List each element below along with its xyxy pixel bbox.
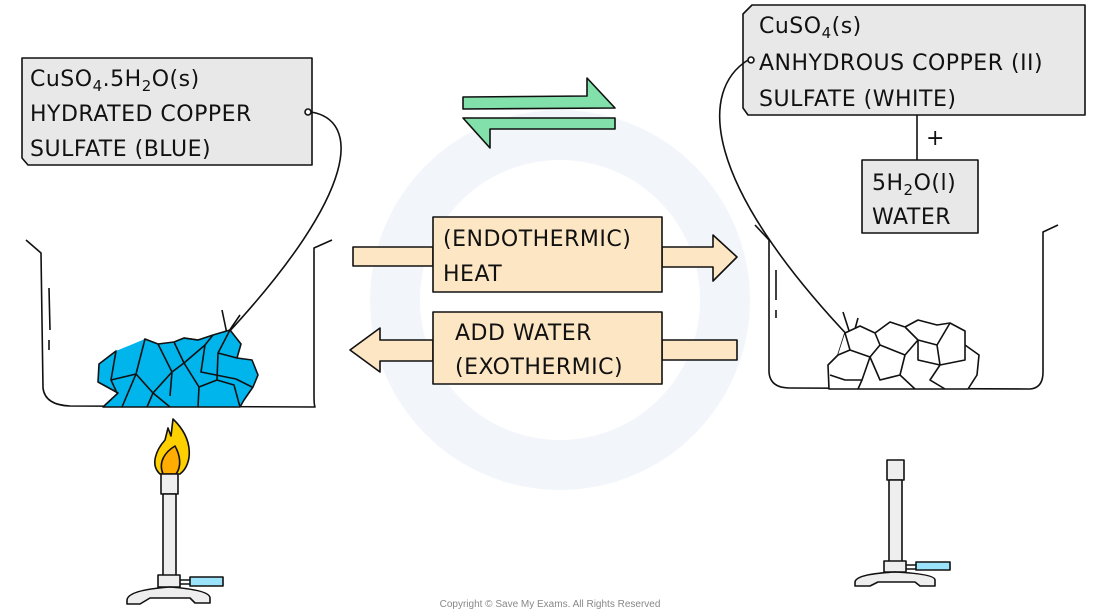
svg-text:SULFATE (BLUE): SULFATE (BLUE) xyxy=(30,137,211,162)
svg-text:CuSO4.5H2O(s): CuSO4.5H2O(s) xyxy=(30,67,200,95)
right-beaker xyxy=(754,224,1059,390)
unlit-bunsen-burner xyxy=(854,459,951,587)
svg-text:WATER: WATER xyxy=(872,205,951,230)
left-beaker xyxy=(25,239,333,408)
watermark xyxy=(370,110,750,490)
plus-sign: + xyxy=(926,126,945,151)
reverse-add-water-arrow: ADD WATER (EXOTHERMIC) xyxy=(349,311,738,385)
svg-text:5H2O(l): 5H2O(l) xyxy=(872,171,956,199)
svg-text:(EXOTHERMIC): (EXOTHERMIC) xyxy=(455,355,623,380)
water-label-box: 5H2O(l) WATER xyxy=(861,159,979,234)
copyright-text: Copyright © Save My Exams. All Rights Re… xyxy=(440,599,661,610)
svg-text:(ENDOTHERMIC): (ENDOTHERMIC) xyxy=(443,227,631,252)
hydrated-label-box: CuSO4.5H2O(s) HYDRATED COPPER SULFATE (B… xyxy=(21,57,313,166)
hydrated-crystals xyxy=(97,329,259,408)
svg-text:HEAT: HEAT xyxy=(443,262,502,287)
anhydrous-crystals xyxy=(827,319,980,390)
equilibrium-arrows-icon xyxy=(462,77,616,149)
forward-heat-arrow: (ENDOTHERMIC) HEAT xyxy=(352,216,738,293)
svg-text:CuSO4(s): CuSO4(s) xyxy=(759,14,862,42)
svg-text:SULFATE (WHITE): SULFATE (WHITE) xyxy=(759,87,956,112)
svg-text:HYDRATED COPPER: HYDRATED COPPER xyxy=(30,102,252,127)
svg-text:ANHYDROUS COPPER (II): ANHYDROUS COPPER (II) xyxy=(759,51,1043,76)
anhydrous-label-box: CuSO4(s) ANHYDROUS COPPER (II) SULFATE (… xyxy=(742,4,1086,116)
svg-text:ADD WATER: ADD WATER xyxy=(455,321,592,346)
lit-bunsen-burner xyxy=(126,418,224,605)
